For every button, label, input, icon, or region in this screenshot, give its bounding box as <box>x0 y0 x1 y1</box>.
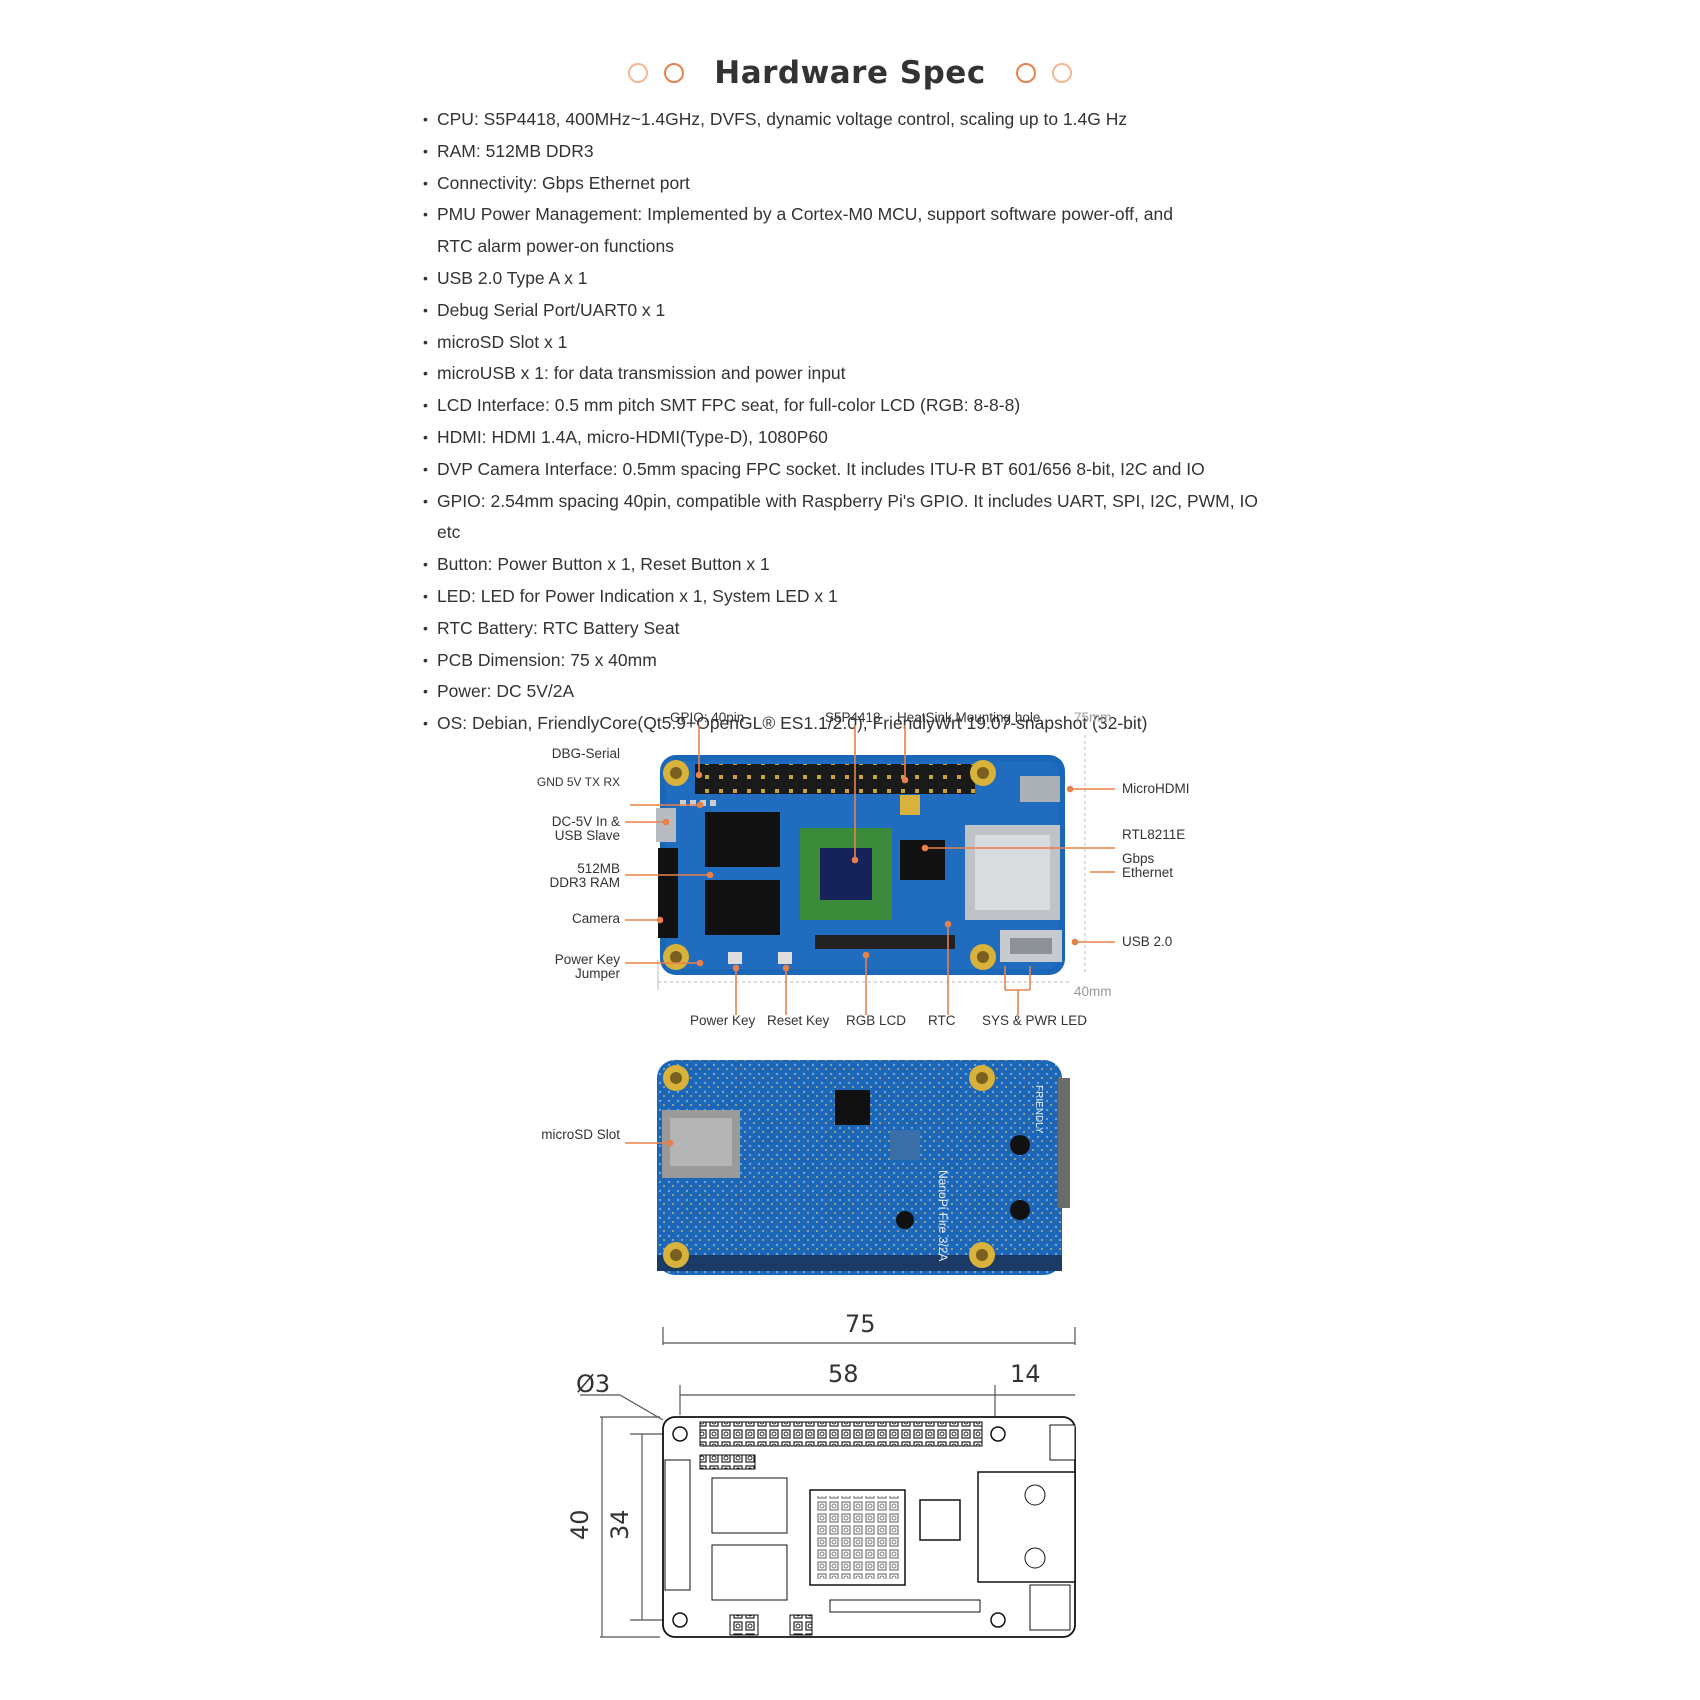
label-rtc: RTC <box>928 1013 956 1028</box>
label-microhdmi: MicroHDMI <box>1122 781 1190 796</box>
decor-ring-icon <box>1015 63 1036 83</box>
label-ram-size: 512MB <box>577 861 620 876</box>
label-dbg-pins: GND 5V TX RX <box>536 775 620 789</box>
dimension-width: 75 <box>845 1310 876 1338</box>
spec-item: PCB Dimension: 75 x 40mm <box>423 645 1283 677</box>
label-dc-in: DC-5V In & <box>551 814 620 829</box>
decor-ring-icon <box>1051 63 1072 83</box>
spec-item: RAM: 512MB DDR3 <box>423 136 1283 168</box>
spec-item: Button: Power Button x 1, Reset Button x… <box>423 549 1283 581</box>
dimension-right-offset: 14 <box>1010 1360 1041 1388</box>
label-heatsink: HeatSink Mounting hole <box>897 710 1041 725</box>
label-soc: S5P4418 <box>825 710 881 725</box>
label-rtl8211e: RTL8211E <box>1122 827 1186 842</box>
decor-ring-icon <box>628 63 649 83</box>
label-sys-pwr-led: SYS & PWR LED <box>982 1013 1088 1028</box>
decor-ring-icon <box>664 63 685 83</box>
label-width-dimension: 75mm <box>1074 710 1112 725</box>
label-silkscreen-model: NanoPi Fire 3/2A <box>936 1170 950 1262</box>
spec-item: DVP Camera Interface: 0.5mm spacing FPC … <box>423 454 1283 486</box>
spec-item: RTC Battery: RTC Battery Seat <box>423 613 1283 645</box>
label-microsd: microSD Slot <box>541 1127 620 1142</box>
label-power-key-button: Power Key <box>690 1013 756 1028</box>
label-height-dimension: 40mm <box>1074 984 1112 999</box>
label-ethernet: Ethernet <box>1122 865 1174 880</box>
spec-item: Connectivity: Gbps Ethernet port <box>423 168 1283 200</box>
dimension-inner-height: 34 <box>606 1509 634 1540</box>
spec-item: OS: Debian, FriendlyCore(Qt5.9+OpenGL® E… <box>423 708 1283 740</box>
label-jumper: Jumper <box>574 966 620 981</box>
label-gpio: GPIO: 40pin <box>670 710 745 725</box>
label-gbps: Gbps <box>1122 851 1155 866</box>
label-power-key: Power Key <box>554 952 620 967</box>
spec-item: microSD Slot x 1 <box>423 327 1283 359</box>
label-usb: USB 2.0 <box>1122 934 1173 949</box>
dimension-gpio-span: 58 <box>828 1360 859 1388</box>
label-rgb-lcd: RGB LCD <box>846 1013 907 1028</box>
spec-item: CPU: S5P4418, 400MHz~1.4GHz, DVFS, dynam… <box>423 104 1283 136</box>
label-camera: Camera <box>571 911 620 926</box>
label-dbg-serial: DBG-Serial <box>551 746 620 761</box>
spec-item: PMU Power Management: Implemented by a C… <box>423 199 1187 263</box>
spec-item: microUSB x 1: for data transmission and … <box>423 358 1283 390</box>
label-reset-key: Reset Key <box>767 1013 830 1028</box>
spec-item: Debug Serial Port/UART0 x 1 <box>423 295 1283 327</box>
dimension-hole: Ø3 <box>576 1370 611 1398</box>
spec-list: CPU: S5P4418, 400MHz~1.4GHz, DVFS, dynam… <box>423 104 1283 740</box>
label-ram-type: DDR3 RAM <box>549 875 620 890</box>
spec-item: GPIO: 2.54mm spacing 40pin, compatible w… <box>423 486 1283 550</box>
label-silkscreen-brand: FRIENDLY <box>1033 1085 1044 1134</box>
page-title: Hardware Spec <box>714 55 986 91</box>
section-header: Hardware Spec <box>0 52 1700 94</box>
label-usb-slave: USB Slave <box>554 828 620 843</box>
spec-item: HDMI: HDMI 1.4A, micro-HDMI(Type-D), 108… <box>423 422 1283 454</box>
spec-item: LCD Interface: 0.5 mm pitch SMT FPC seat… <box>423 390 1283 422</box>
dimension-height: 40 <box>566 1509 594 1540</box>
spec-item: LED: LED for Power Indication x 1, Syste… <box>423 581 1283 613</box>
spec-item: Power: DC 5V/2A <box>423 676 1283 708</box>
spec-item: USB 2.0 Type A x 1 <box>423 263 1283 295</box>
